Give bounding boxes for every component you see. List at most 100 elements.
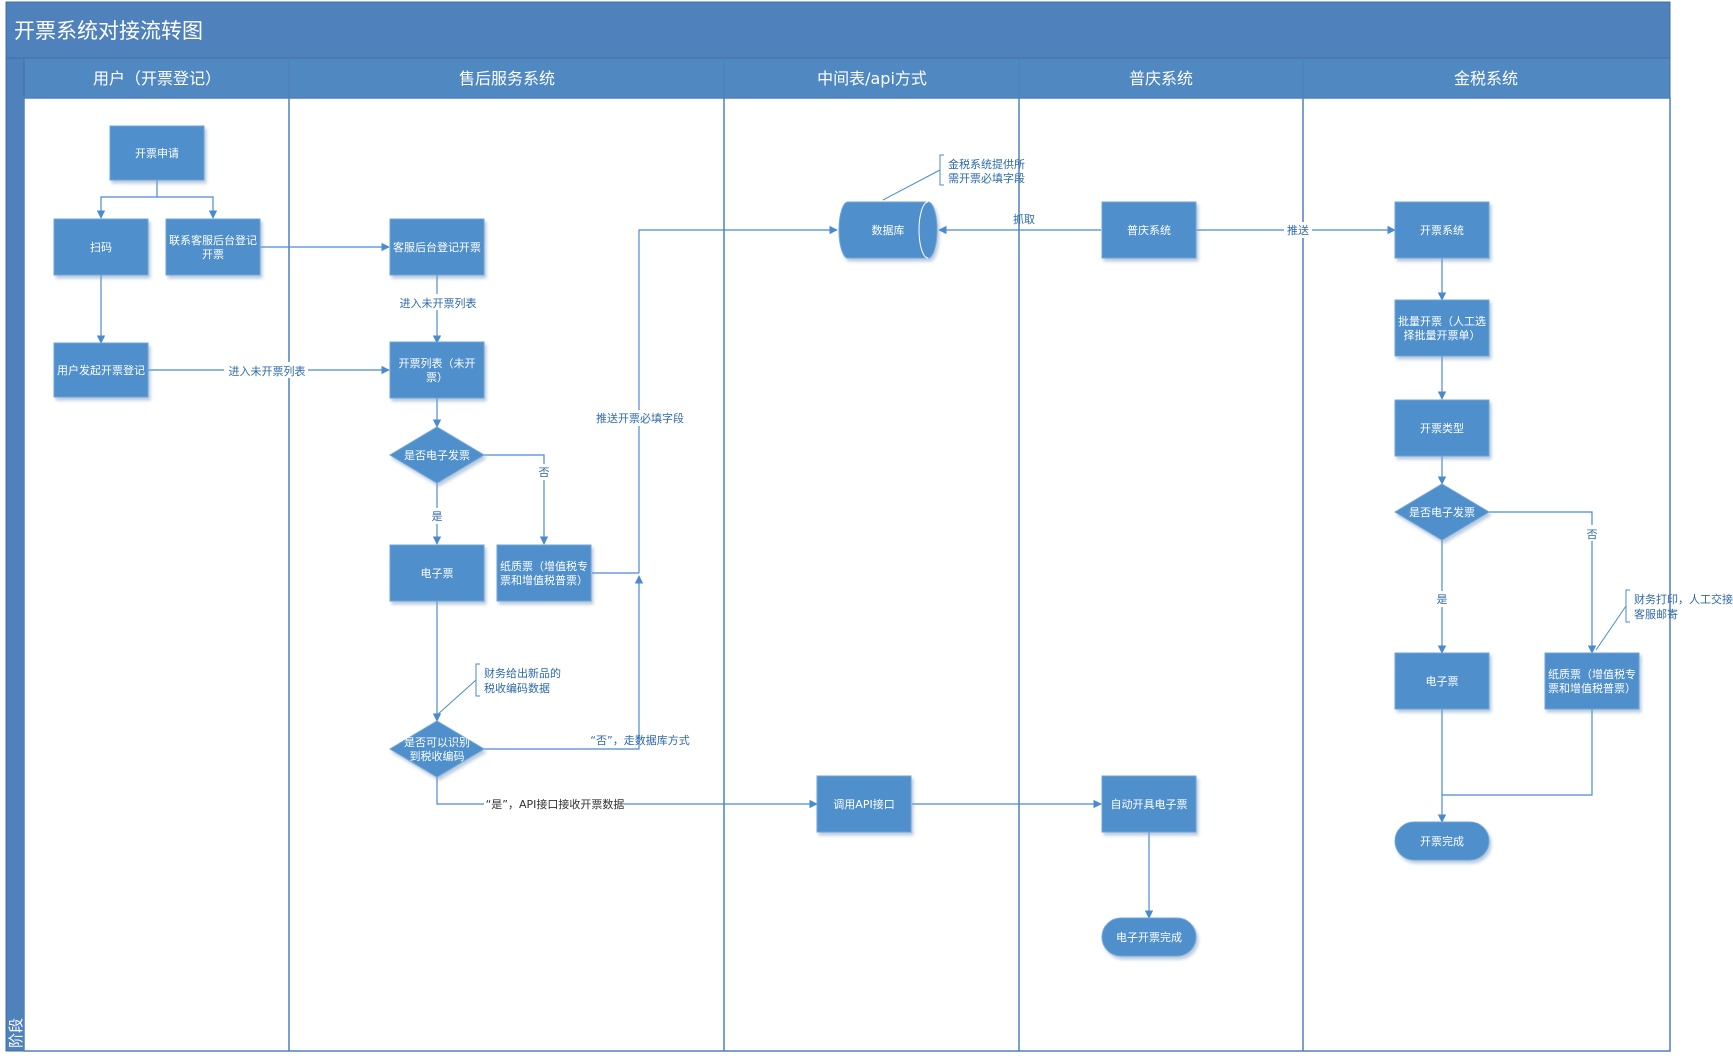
node-shape <box>1101 201 1197 259</box>
node-pq: 普庆系统 <box>1101 201 1197 259</box>
node-shape <box>1394 483 1490 541</box>
diagram-title: 开票系统对接流转图 <box>14 19 203 43</box>
edge-label-yes-2: 是 <box>1437 593 1448 606</box>
node-shape <box>1394 201 1490 259</box>
node-shape <box>389 341 485 399</box>
annotation-finance-leader <box>436 679 477 716</box>
node-label: 到税收编码 <box>410 749 465 763</box>
phase-column <box>5 57 25 1052</box>
node-user-reg: 用户发起开票登记 <box>53 342 149 398</box>
node-label: 用户发起开票登记 <box>57 363 145 377</box>
node-label: 纸质票（增值税专 <box>1548 667 1636 681</box>
node-label: 开票类型 <box>1420 421 1464 435</box>
annotation-print-line1: 财务打印，人工交接 <box>1634 592 1733 606</box>
annotation-print-bracket <box>1625 589 1630 623</box>
annotation-db-line2: 需开票必填字段 <box>948 171 1025 185</box>
node-shape <box>1101 775 1197 833</box>
edge-ise1-paper1 <box>484 454 549 545</box>
node-label: 开票系统 <box>1420 224 1464 237</box>
node-label: 择批量开票单） <box>1404 328 1481 342</box>
lane-label-middle: 中间表/api方式 <box>817 69 927 88</box>
node-shape <box>389 544 485 602</box>
node-shape <box>1544 652 1640 710</box>
node-label: 纸质票（增值税专 <box>500 559 588 573</box>
edge-label-grab: 抓取 <box>1013 212 1035 226</box>
node-apply: 开票申请 <box>109 125 205 181</box>
node-cs-reg: 客服后台登记开票 <box>389 218 485 276</box>
lane-label-jinshui: 金税系统 <box>1454 69 1518 88</box>
annotation-leaders <box>436 154 1630 716</box>
annotation-finance-line2: 税收编码数据 <box>484 681 550 695</box>
node-auto: 自动开具电子票 <box>1101 775 1197 833</box>
edge-label-no-2: 否 <box>1587 528 1598 541</box>
phase-label: 阶段 <box>7 1018 25 1048</box>
node-e1: 电子票 <box>389 544 485 602</box>
node-label: 调用API接口 <box>833 798 894 811</box>
edge-label-yes-1: 是 <box>432 510 443 523</box>
node-label: 电子开票完成 <box>1116 930 1182 944</box>
lane-label-puqing: 普庆系统 <box>1129 69 1193 88</box>
node-shape <box>53 218 149 276</box>
node-label: 批量开票（人工选 <box>1398 314 1486 328</box>
node-shape <box>389 426 485 484</box>
cylinder-edge <box>918 201 929 259</box>
node-type: 开票类型 <box>1394 399 1490 457</box>
node-is-e1: 是否电子发票 <box>389 426 485 484</box>
annotation-db-leader <box>882 169 941 201</box>
node-list: 开票列表（未开票） <box>389 341 485 399</box>
annotations: 金税系统提供所 需开票必填字段 财务给出新品的 税收编码数据 财务打印，人工交接… <box>484 157 1733 695</box>
diagram-border <box>23 97 1671 1052</box>
annotation-print-leader <box>1595 605 1627 651</box>
edge-label-push-to: 推送 <box>1287 223 1309 237</box>
node-shape <box>53 342 149 398</box>
node-shape <box>389 720 485 778</box>
lane-label-user: 用户（开票登记） <box>93 69 221 88</box>
node-label: 普庆系统 <box>1127 223 1171 237</box>
edge-labels: 进入未开票列表 进入未开票列表 否 是 推送开票必填字段 “否”，走数据库方式 … <box>224 212 1600 812</box>
node-is-e2: 是否电子发票 <box>1394 483 1490 541</box>
node-label: 是否电子发票 <box>404 448 470 462</box>
node-shape <box>165 218 261 276</box>
node-shape <box>1394 652 1490 710</box>
node-label: 数据库 <box>872 223 905 237</box>
node-shape <box>1394 399 1490 457</box>
node-shape <box>496 544 592 602</box>
edge-label-enter-list-cs: 进入未开票列表 <box>400 296 477 310</box>
node-label: 联系客服后台登记 <box>169 233 257 247</box>
annotation-print-line2: 客服邮寄 <box>1634 607 1678 621</box>
edge-label-enter-list-user: 进入未开票列表 <box>229 364 306 378</box>
edge-label-push-fields: 推送开票必填字段 <box>596 411 684 425</box>
nodes-layer: 开票申请扫码联系客服后台登记开票用户发起开票登记客服后台登记开票开票列表（未开票… <box>53 125 1640 957</box>
node-shape <box>1394 299 1490 357</box>
annotation-db-bracket <box>939 154 944 186</box>
edge-ise2-paper2 <box>1489 511 1597 654</box>
annotation-db-line1: 金税系统提供所 <box>948 157 1025 171</box>
node-label: 是否可以识别 <box>404 736 470 749</box>
annotation-finance-bracket <box>475 663 480 697</box>
edge-apply-scan <box>96 180 158 219</box>
node-shape <box>389 218 485 276</box>
node-db: 数据库 <box>838 201 938 259</box>
node-label: 客服后台登记开票 <box>393 240 481 254</box>
edge-label-no-1: 否 <box>539 466 550 479</box>
node-label: 票和增值税普票） <box>500 573 588 587</box>
edge-taxcode-yes <box>436 777 818 809</box>
node-scan: 扫码 <box>53 218 149 276</box>
node-shape <box>109 125 205 181</box>
node-done: 开票完成 <box>1394 821 1490 861</box>
node-e2: 电子票 <box>1394 652 1490 710</box>
node-label: 自动开具电子票 <box>1111 798 1188 811</box>
node-e-done: 电子开票完成 <box>1101 917 1197 957</box>
node-label: 开票 <box>202 248 224 261</box>
node-label: 扫码 <box>90 241 112 254</box>
edge-push-db <box>638 225 838 573</box>
edge-taxcode-no <box>484 575 644 750</box>
node-label: 开票列表（未开 <box>399 356 476 370</box>
annotation-finance-line1: 财务给出新品的 <box>484 666 561 680</box>
title-bar <box>5 1 1671 59</box>
